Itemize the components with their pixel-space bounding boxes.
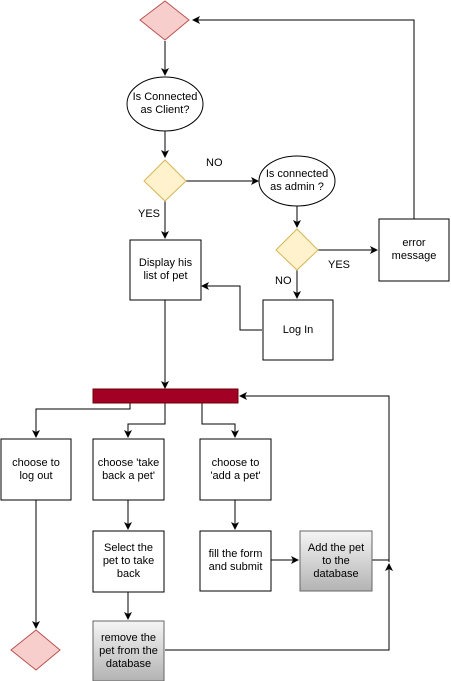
edge-error-to-start: [192, 16, 415, 219]
client-decision-diamond: [143, 159, 187, 202]
select-pet-label: Select the pet to take back: [102, 542, 155, 580]
error-message-box: [378, 218, 450, 282]
add-to-database-label: Add the pet to the database: [307, 541, 365, 580]
choose-logout-label: choose to log out: [12, 456, 60, 482]
edge-login-to-display-list: [201, 282, 262, 331]
choose-take-back-label: choose 'take back a pet': [97, 456, 160, 482]
admin-decision-diamond: [275, 228, 319, 271]
login-box: [262, 299, 334, 361]
display-list-box: [129, 239, 202, 301]
choose-add-label: choose to 'add a pet': [210, 456, 261, 482]
client-question-label: Is Connected as Client?: [132, 91, 198, 116]
edge-label-no-client: NO: [206, 157, 223, 169]
admin-question-ellipse: [258, 155, 336, 207]
edge-fork-to-logout: [32, 403, 131, 438]
end-terminal: [10, 629, 61, 671]
display-list-label: Display his list of pet: [138, 257, 193, 282]
add-to-database-box: [299, 530, 373, 592]
edge-label-yes-client: YES: [138, 208, 161, 220]
edge-add-db-to-join: [372, 559, 390, 562]
choose-take-back-box: [92, 438, 165, 501]
edge-fork-to-add: [201, 403, 239, 438]
edge-fork-to-take-back: [124, 403, 166, 438]
admin-question-label: Is connected as admin ?: [265, 168, 329, 193]
choose-add-box: [199, 438, 272, 501]
error-message-label: error message: [391, 237, 437, 262]
choose-logout-box: [0, 438, 72, 501]
fill-form-label: fill the form and submit: [208, 548, 263, 573]
remove-from-database-box: [92, 620, 165, 681]
client-question-ellipse: [126, 76, 204, 132]
edges: [32, 16, 415, 651]
login-label: Log In: [282, 323, 314, 336]
fill-form-box: [199, 530, 272, 592]
edge-label-yes-admin: YES: [328, 259, 351, 271]
edge-label-no-admin: NO: [275, 275, 292, 287]
edge-join-to-fork: [239, 392, 390, 560]
fork-bar: [92, 388, 239, 404]
select-pet-box: [92, 530, 165, 593]
edge-remove-to-join: [165, 563, 393, 651]
remove-from-database-label: remove the pet from the database: [99, 631, 158, 670]
start-terminal: [139, 0, 190, 41]
